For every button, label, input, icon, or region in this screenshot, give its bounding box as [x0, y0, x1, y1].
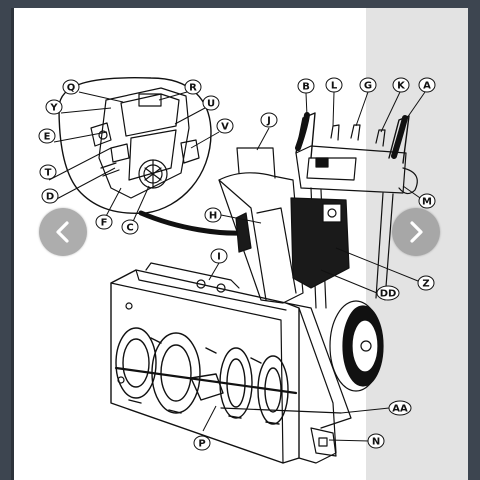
callout-leaders: [48, 91, 426, 442]
svg-text:H: H: [209, 211, 217, 222]
top-bar: [0, 0, 480, 8]
svg-text:G: G: [364, 81, 372, 92]
callout-c: C: [121, 219, 139, 235]
svg-text:I: I: [217, 252, 221, 263]
chevron-right-icon: [410, 221, 423, 243]
svg-text:U: U: [207, 99, 215, 110]
svg-text:Y: Y: [49, 103, 58, 114]
svg-text:R: R: [189, 83, 197, 94]
svg-text:DD: DD: [380, 289, 397, 300]
svg-text:C: C: [126, 223, 133, 234]
right-frame: [468, 8, 480, 480]
svg-text:N: N: [372, 437, 380, 448]
svg-text:Z: Z: [422, 279, 429, 290]
svg-text:M: M: [422, 197, 432, 208]
svg-text:E: E: [44, 132, 51, 143]
next-image-button[interactable]: [392, 208, 440, 256]
callout-a: A: [418, 77, 436, 93]
svg-text:D: D: [46, 192, 54, 203]
callout-n: N: [367, 433, 385, 449]
svg-text:B: B: [302, 82, 310, 93]
callout-t: T: [39, 164, 57, 180]
snow-blower-body: [110, 112, 418, 464]
callout-f: F: [95, 214, 113, 230]
svg-text:F: F: [101, 218, 108, 229]
svg-text:J: J: [266, 116, 271, 127]
callout-p: P: [193, 435, 211, 451]
callout-z: Z: [417, 275, 435, 291]
callout-h: H: [204, 207, 222, 223]
snow-blower-parts-diagram: Q R Y U E V T D F C B L G K A J M H I Z …: [38, 77, 436, 464]
callout-b: B: [297, 78, 315, 94]
callout-d: D: [41, 188, 59, 204]
callout-u: U: [202, 95, 220, 111]
callout-m: M: [418, 193, 436, 209]
svg-text:P: P: [198, 439, 205, 450]
svg-text:V: V: [221, 122, 229, 133]
callout-j: J: [260, 112, 278, 128]
image-viewer: Q R Y U E V T D F C B L G K A J M H I Z …: [11, 8, 468, 480]
callout-v: V: [216, 118, 234, 134]
engine-detail-bubble: [58, 77, 246, 236]
callout-dd: DD: [376, 285, 400, 301]
svg-text:Q: Q: [67, 83, 76, 94]
svg-text:A: A: [423, 81, 431, 92]
callout-i: I: [210, 248, 228, 264]
callout-g: G: [359, 77, 377, 93]
callout-e: E: [38, 128, 56, 144]
viewer-edge: [11, 8, 14, 480]
callout-k: K: [392, 77, 410, 93]
callout-q: Q: [62, 79, 80, 95]
callout-labels: Q R Y U E V T D F C B L G K A J M H I Z …: [38, 77, 436, 451]
callout-r: R: [184, 79, 202, 95]
chevron-left-icon: [56, 221, 69, 243]
svg-text:L: L: [331, 81, 338, 92]
svg-text:AA: AA: [392, 404, 408, 415]
previous-image-button[interactable]: [39, 208, 87, 256]
callout-l: L: [325, 77, 343, 93]
callout-aa: AA: [388, 400, 412, 416]
svg-text:T: T: [45, 168, 52, 179]
left-frame: [0, 8, 11, 480]
callout-y: Y: [45, 99, 63, 115]
svg-text:K: K: [397, 81, 406, 92]
